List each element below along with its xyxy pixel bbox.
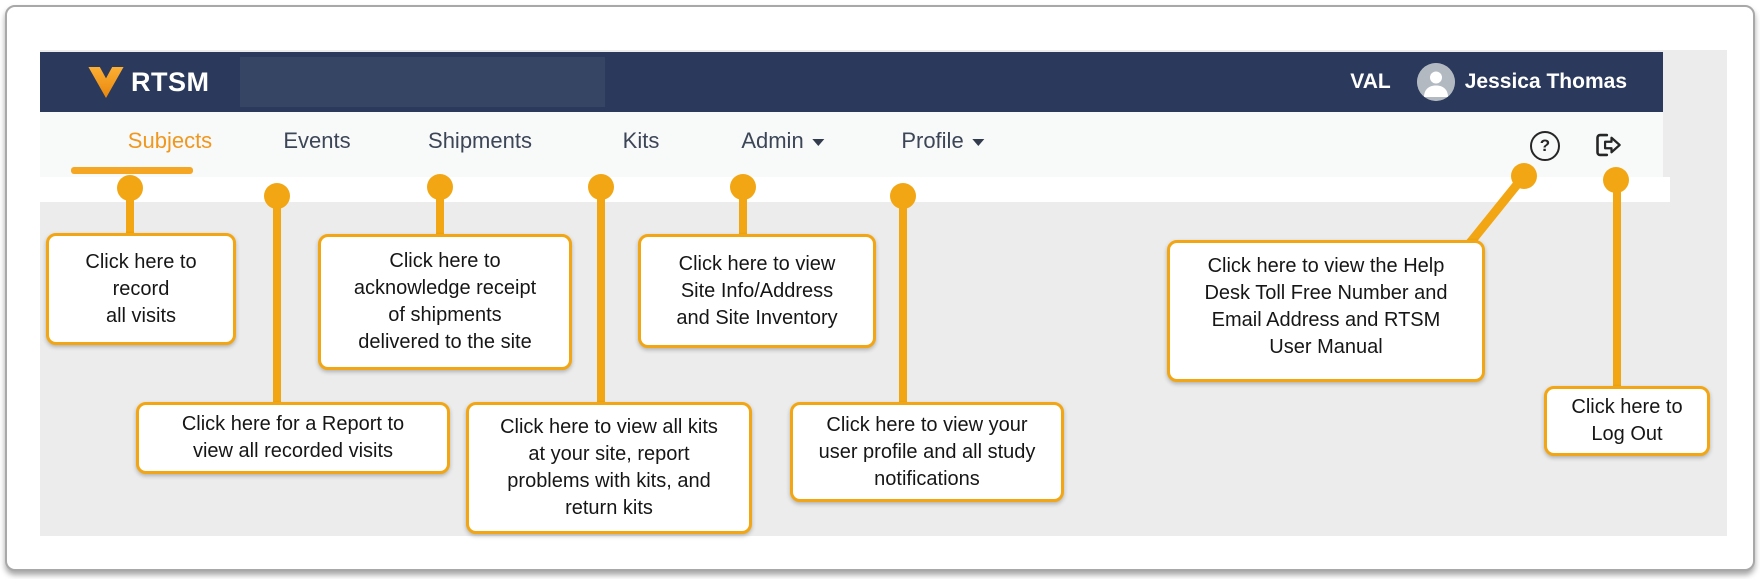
tab-subjects[interactable]: Subjects (127, 128, 213, 153)
help-icon[interactable]: ? (1530, 131, 1560, 161)
connector-help-line (1465, 171, 1529, 248)
tab-events[interactable]: Events (283, 128, 351, 153)
tab-admin-label: Admin (741, 128, 804, 153)
connector-events-dot (264, 183, 290, 209)
connector-admin-line (739, 187, 747, 235)
tab-shipments[interactable]: Shipments (428, 128, 532, 153)
callout-logout: Click here to Log Out (1544, 386, 1710, 456)
avatar[interactable] (1416, 63, 1455, 101)
callout-profile: Click here to view your user profile and… (790, 402, 1064, 502)
environment-label: VAL (1350, 70, 1391, 93)
callout-admin: Click here to view Site Info/Address and… (638, 234, 876, 348)
connector-subjects-line (126, 188, 134, 236)
header-panel (240, 57, 605, 107)
callout-events: Click here for a Report to view all reco… (136, 402, 450, 474)
person-icon (1416, 63, 1455, 101)
connector-profile-dot (890, 183, 916, 209)
tab-admin[interactable]: Admin (741, 112, 825, 170)
connector-subjects-dot (117, 175, 143, 201)
connector-logout-line (1613, 180, 1621, 386)
logo-text: RTSM (131, 66, 210, 97)
connector-admin-dot (730, 174, 756, 200)
tab-profile-label: Profile (901, 128, 964, 153)
logout-icon[interactable] (1592, 131, 1624, 164)
callout-kits: Click here to view all kits at your site… (466, 402, 752, 534)
active-tab-underline (71, 167, 193, 174)
user-name[interactable]: Jessica Thomas (1464, 70, 1627, 93)
connector-logout-dot (1603, 167, 1629, 193)
callout-subjects: Click here to record all visits (46, 233, 236, 345)
tab-profile[interactable]: Profile (901, 112, 985, 170)
app-header: RTSM VAL Jessica Thomas (40, 52, 1663, 112)
tab-kits[interactable]: Kits (622, 128, 660, 153)
chevron-down-icon (812, 138, 825, 146)
connector-shipments-line (436, 187, 444, 235)
veeva-chevron-icon (88, 66, 124, 98)
rtsm-logo[interactable]: RTSM (88, 52, 210, 112)
connector-kits-dot (588, 174, 614, 200)
connector-events-line (273, 196, 281, 402)
connector-kits-line (597, 187, 605, 402)
content-strip (40, 177, 1670, 202)
connector-help-dot (1511, 163, 1537, 189)
callout-shipments: Click here to acknowledge receipt of shi… (318, 234, 572, 370)
chevron-down-icon (972, 138, 985, 146)
connector-shipments-dot (427, 174, 453, 200)
nav-bar: Subjects Events Shipments Kits Admin Pro… (40, 112, 1663, 177)
user-area: VAL Jessica Thomas (1350, 52, 1627, 112)
connector-profile-line (899, 196, 907, 402)
callout-help: Click here to view the Help Desk Toll Fr… (1167, 240, 1485, 382)
